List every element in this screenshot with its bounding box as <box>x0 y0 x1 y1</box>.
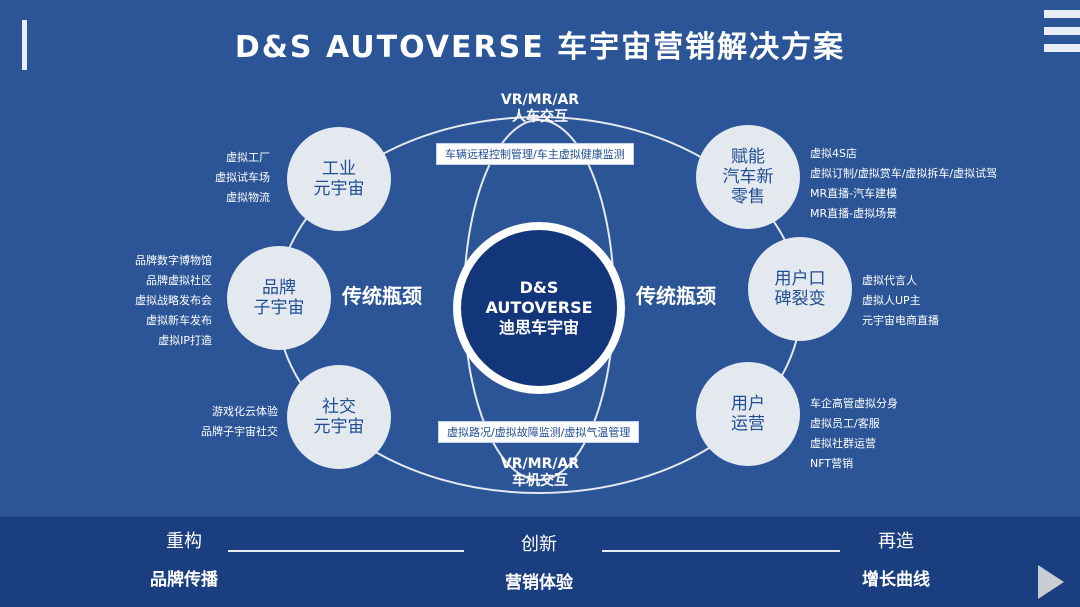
bottom-middle: 创新 营销体验 <box>505 534 573 593</box>
reputation-items: 虚拟代言人 虚拟人UP主 元宇宙电商直播 <box>862 274 939 327</box>
industry-items: 虚拟工厂 虚拟试车场 虚拟物流 <box>215 151 270 204</box>
center-line3: 迪思车宇宙 <box>498 318 579 337</box>
top-interaction-label: VR/MR/AR 人车交互 <box>500 92 580 125</box>
center-line1: D&S <box>519 278 559 297</box>
operation-items: 车企高管虚拟分身 虚拟员工/客服 虚拟社群运营 NFT营销 <box>810 397 898 470</box>
bottom-interaction-label: VR/MR/AR 车机交互 <box>500 456 580 489</box>
social-items: 游戏化云体验 品牌子宇宙社交 <box>201 405 278 438</box>
bottom-bar: 重构 品牌传播 创新 营销体验 再造 增长曲线 <box>0 517 1080 607</box>
node-social[interactable]: 社交元宇宙 <box>287 365 391 469</box>
bottom-divider-left <box>228 550 464 552</box>
bottom-left: 重构 品牌传播 <box>150 531 218 590</box>
bottom-interaction-box: 虚拟路况/虚拟故障监测/虚拟气温管理 <box>438 421 640 443</box>
center-circle: D&S AUTOVERSE 迪思车宇宙 <box>453 222 625 394</box>
node-reputation[interactable]: 用户口碑裂变 <box>748 237 852 341</box>
node-operation[interactable]: 用户运营 <box>696 362 800 466</box>
menu-icon[interactable] <box>1044 10 1080 61</box>
node-industry[interactable]: 工业元宇宙 <box>287 127 391 231</box>
bottom-right: 再造 增长曲线 <box>862 531 930 590</box>
brand-items: 品牌数字博物馆 品牌虚拟社区 虚拟战略发布会 虚拟新车发布 虚拟IP打造 <box>135 254 212 347</box>
node-brand[interactable]: 品牌子宇宙 <box>227 246 331 350</box>
center-line2: AUTOVERSE <box>485 298 593 317</box>
decorative-bar <box>22 20 27 70</box>
top-interaction-box: 车辆远程控制管理/车主虚拟健康监测 <box>436 143 634 165</box>
retail-items: 虚拟4S店 虚拟订制/虚拟赏车/虚拟拆车/虚拟试驾 MR直播-汽车建模 MR直播… <box>810 147 998 220</box>
bottom-divider-right <box>602 550 840 552</box>
node-retail[interactable]: 赋能汽车新零售 <box>696 125 800 229</box>
bottleneck-right: 传统瓶颈 <box>636 284 716 308</box>
play-icon[interactable] <box>1038 565 1064 599</box>
page-title: D&S AUTOVERSE 车宇宙营销解决方案 <box>234 30 846 65</box>
bottleneck-left: 传统瓶颈 <box>342 284 422 308</box>
